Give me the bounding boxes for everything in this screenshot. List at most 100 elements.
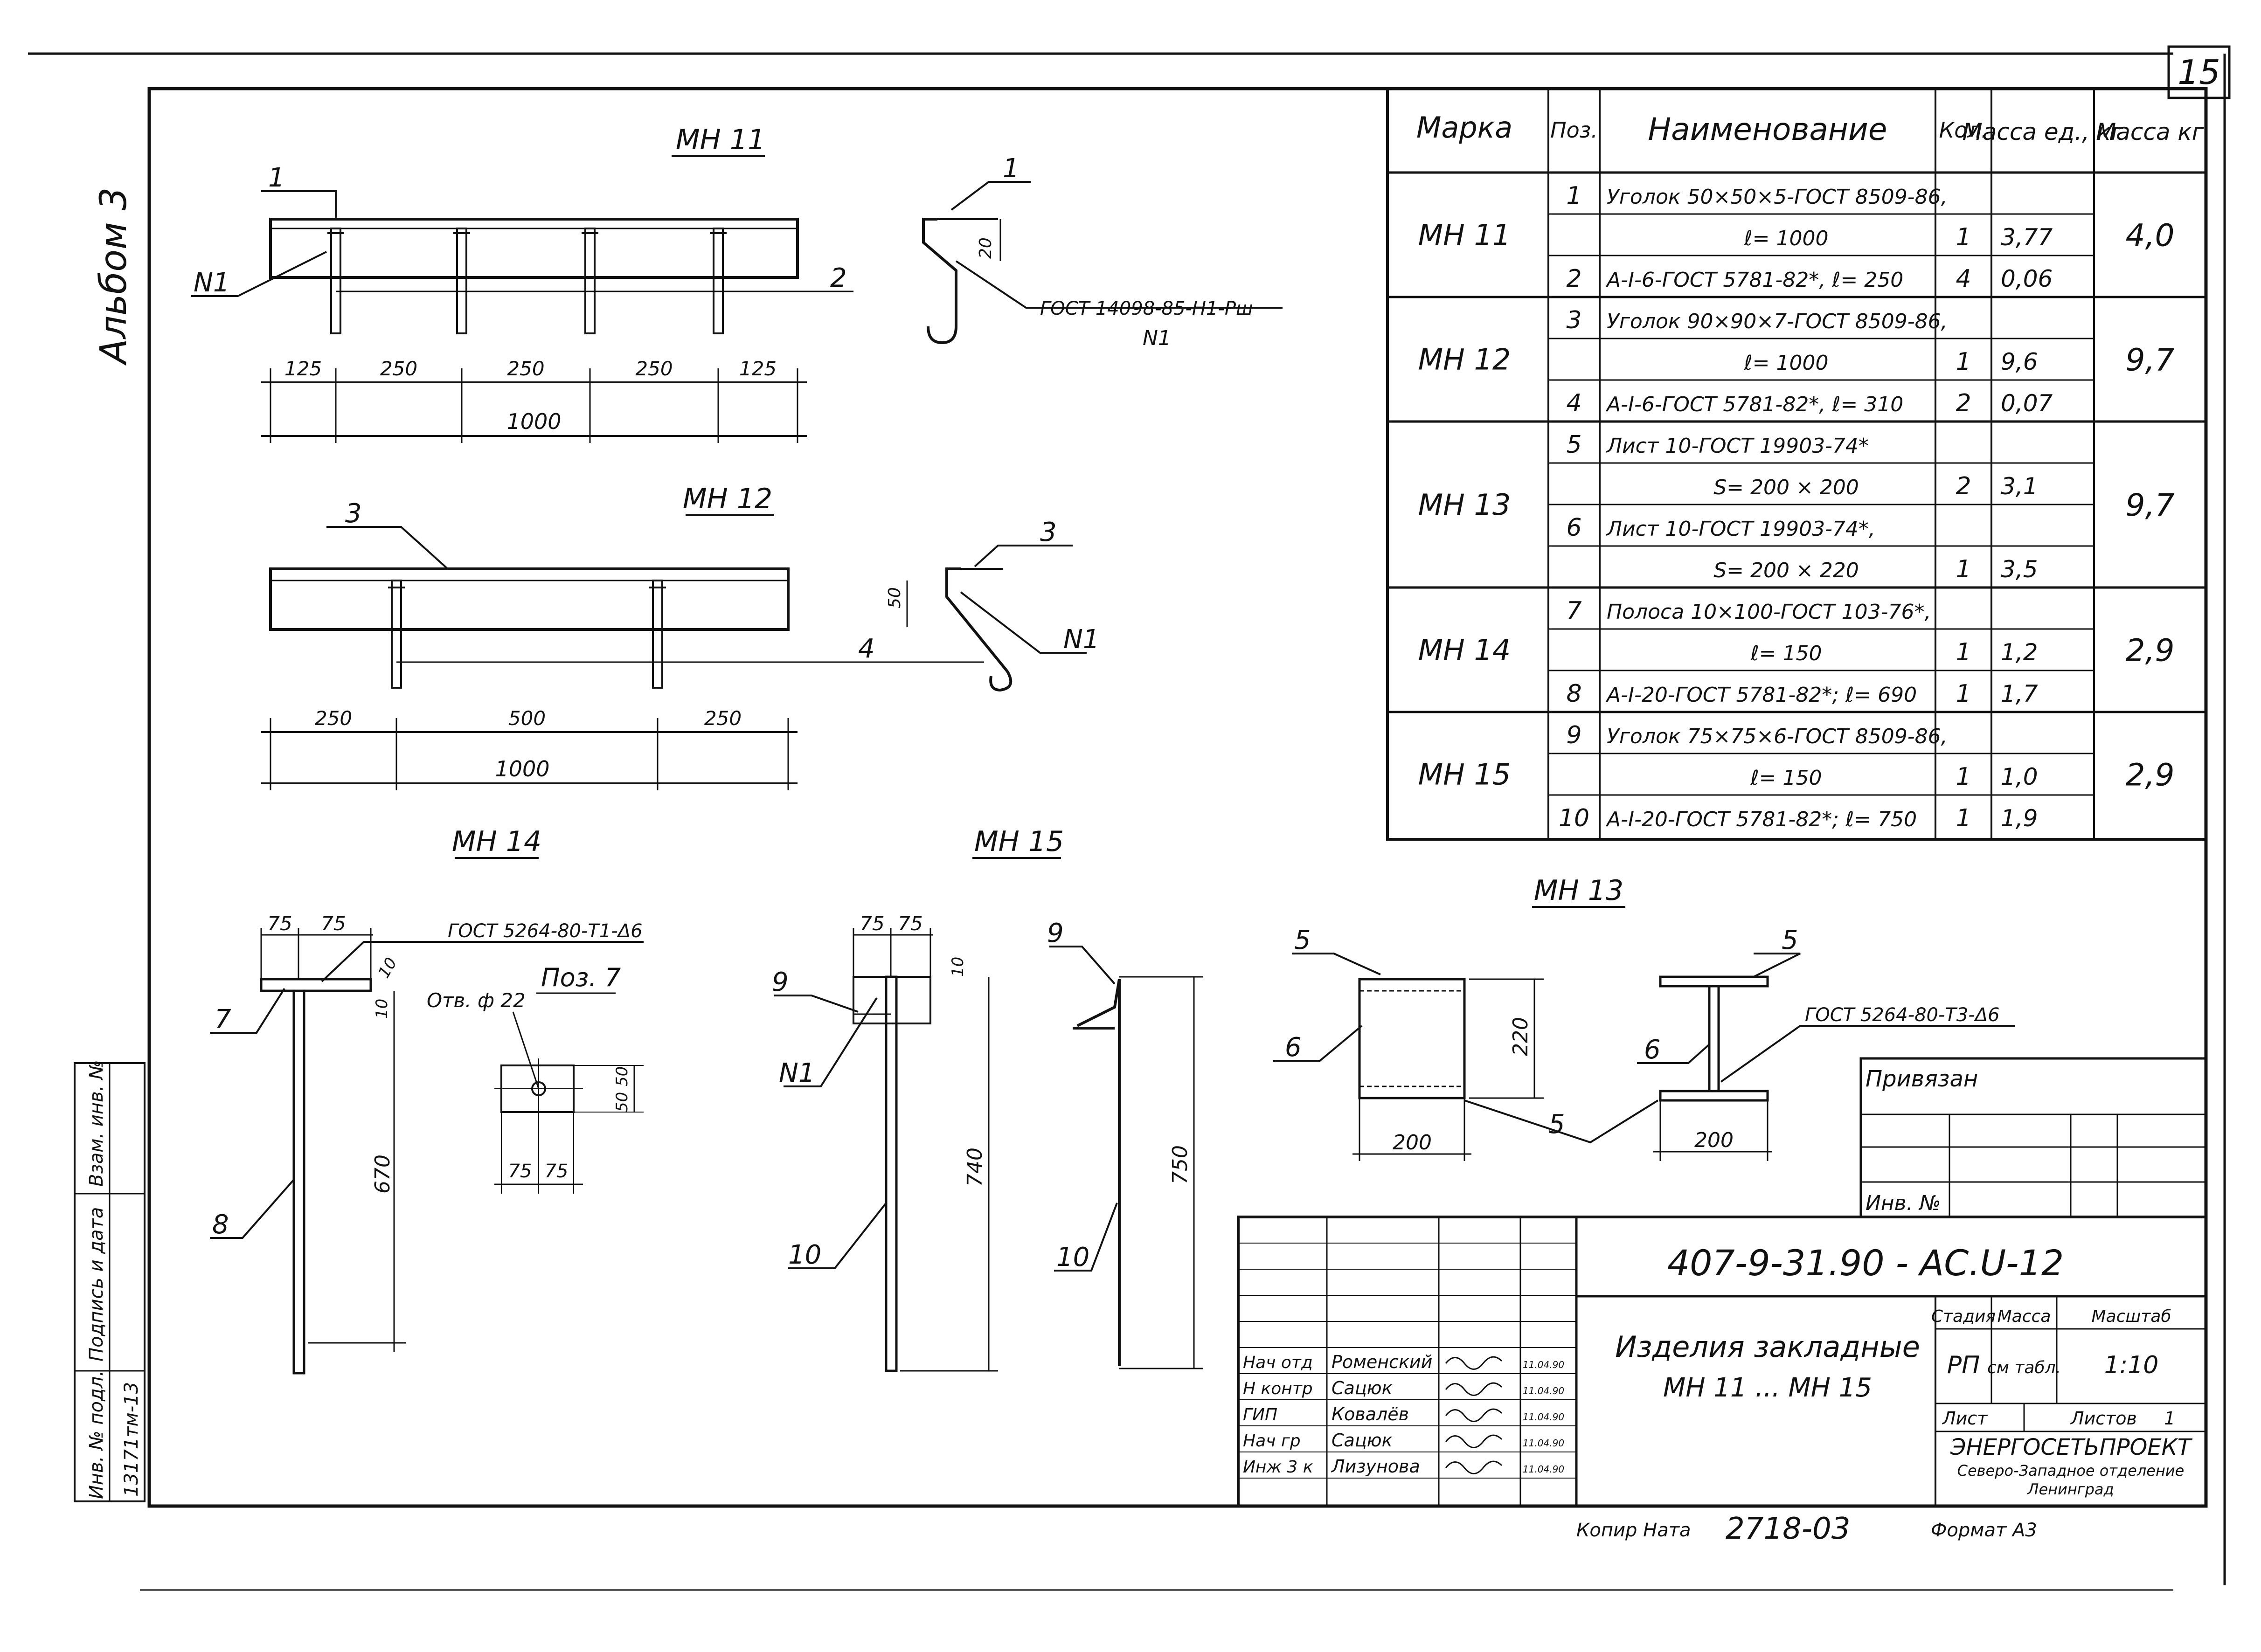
mn11-gost: ГОСТ 14098-85-Н1-Рш xyxy=(1040,298,1253,319)
row-name: А-I-20-ГОСТ 5781-82*; ℓ= 750 xyxy=(1605,808,1917,831)
header-qty: Кол. xyxy=(1939,118,1988,143)
signature-name: Сацюк xyxy=(1332,1430,1393,1451)
mn14-hole-vdim-2: 50 xyxy=(613,1092,631,1112)
mn14-gost: ГОСТ 5264-80-Т1-Δ6 xyxy=(448,920,643,942)
signature-role: ГИП xyxy=(1243,1405,1277,1424)
group-mass: 9,7 xyxy=(2126,487,2175,523)
mn13-w2: 200 xyxy=(1694,1128,1734,1152)
scale-label: Масштаб xyxy=(2091,1307,2171,1326)
signature-role: Нач гр xyxy=(1243,1431,1301,1451)
mn12-dim: 250 xyxy=(704,707,742,730)
mn13-title: МН 13 xyxy=(1534,874,1623,907)
row-unit-mass: 0,07 xyxy=(2001,390,2053,417)
row-name: Лист 10-ГОСТ 19903-74* xyxy=(1606,434,1869,458)
bound-label: Привязан xyxy=(1866,1066,1978,1092)
header-pos: Поз. xyxy=(1550,118,1598,143)
row-unit-mass: 3,77 xyxy=(2001,224,2053,251)
table-body: 1 Уголок 50×50×5-ГОСТ 8509-86, ℓ= 1000 1 3,7… xyxy=(1418,182,2175,832)
signature-date: 11.04.90 xyxy=(1523,1385,1564,1396)
drawing-mn15: МН 15 75 75 10 9 N1 740 10 750 9 10 xyxy=(772,825,1203,1372)
row-qty: 2 xyxy=(1956,389,1971,417)
sheet-label: Лист xyxy=(1942,1408,1988,1429)
header-name: Наименование xyxy=(1648,111,1887,147)
row-pos: 3 xyxy=(1566,306,1581,334)
group-mass: 9,7 xyxy=(2126,342,2175,378)
mn11-gost-n: N1 xyxy=(1143,326,1171,350)
mn11-total: 1000 xyxy=(506,409,561,434)
mn11-dim: 250 xyxy=(380,357,417,380)
row-qty: 1 xyxy=(1956,680,1971,708)
group-mass: 2,9 xyxy=(2126,633,2175,669)
signature-mark xyxy=(1445,1434,1503,1448)
row-unit-mass: 1,2 xyxy=(2001,639,2038,666)
signature-mark xyxy=(1445,1408,1503,1422)
row-name: Лист 10-ГОСТ 19903-74*, xyxy=(1606,517,1875,541)
row-unit-mass: 1,9 xyxy=(2001,805,2038,832)
group-mass: 2,9 xyxy=(2126,757,2175,793)
group-mark: МН 14 xyxy=(1418,633,1511,667)
anchor-bar xyxy=(456,228,467,334)
row-name: ℓ= 1000 xyxy=(1743,227,1828,250)
mn12-detail-pos3: 3 xyxy=(1040,517,1057,547)
mn15-dim-2: 75 xyxy=(898,912,922,935)
mn12-title: МН 12 xyxy=(683,483,772,515)
mn15-n1: N1 xyxy=(779,1058,815,1088)
sheets-count: 1 xyxy=(2164,1408,2175,1429)
scale-value: 1:10 xyxy=(2104,1351,2159,1379)
group-mass: 4,0 xyxy=(2126,218,2175,254)
mn11-anchors xyxy=(327,228,727,334)
row-name: ℓ= 150 xyxy=(1750,766,1822,790)
mn14-thick: 10 xyxy=(375,954,401,981)
mn15-thick: 10 xyxy=(949,957,967,977)
group-mark: МН 13 xyxy=(1418,488,1511,522)
header-unit-mass: Масса ед., кг xyxy=(1963,118,2124,145)
signature-mark xyxy=(1445,1460,1503,1474)
row-unit-mass: 3,5 xyxy=(2001,556,2038,583)
mn12-dim: 500 xyxy=(508,707,546,730)
row-pos: 4 xyxy=(1566,389,1581,417)
mn15-height: 740 xyxy=(963,1147,987,1187)
signature-role: Нач отд xyxy=(1243,1353,1313,1372)
row-qty: 1 xyxy=(1956,638,1971,666)
mn12-total: 1000 xyxy=(495,756,549,781)
mn14-dim-2: 75 xyxy=(321,912,346,935)
page-number-box xyxy=(2167,45,2231,99)
album-label: Альбом 3 xyxy=(93,187,135,366)
anchor-bar xyxy=(713,228,724,334)
signature-mark xyxy=(1445,1356,1503,1370)
row-unit-mass: 3,1 xyxy=(2001,473,2038,500)
side-stamp-label-2: Подпись и дата xyxy=(86,1207,107,1362)
row-name: Уголок 50×50×5-ГОСТ 8509-86, xyxy=(1607,185,1948,209)
document-code: 407-9-31.90 - АС.U-12 xyxy=(1667,1242,2064,1284)
row-pos: 2 xyxy=(1566,265,1581,293)
row-name: Уголок 90×90×7-ГОСТ 8509-86, xyxy=(1607,310,1948,333)
signature-name: Лизунова xyxy=(1331,1456,1420,1477)
side-stamp-label-3: Взам. инв. № xyxy=(86,1060,107,1187)
mn14-hole: Отв. ф 22 xyxy=(427,989,526,1012)
signature-name: Сацюк xyxy=(1332,1378,1393,1398)
row-qty: 1 xyxy=(1956,348,1971,376)
row-name: ℓ= 1000 xyxy=(1743,351,1828,375)
signature-mark xyxy=(1445,1382,1503,1396)
mn13-gost: ГОСТ 5264-80-Т3-Δ6 xyxy=(1805,1004,2000,1026)
mn14-poz7-title: Поз. 7 xyxy=(541,963,621,992)
mn11-pos1: 1 xyxy=(268,163,285,193)
row-qty: 4 xyxy=(1956,265,1971,293)
row-unit-mass: 1,7 xyxy=(2001,680,2038,707)
inv-label: Инв. № xyxy=(1866,1191,1941,1215)
signature-role: Инж 3 к xyxy=(1243,1458,1313,1477)
title-line2: МН 11 ... МН 15 xyxy=(1663,1373,1872,1403)
mass-value: см табл. xyxy=(1987,1358,2061,1377)
row-pos: 1 xyxy=(1566,182,1581,210)
header-total-mass: Масса кг xyxy=(2096,118,2204,145)
mn15-dim-1: 75 xyxy=(860,912,884,935)
mn11-pos2: 2 xyxy=(830,263,847,293)
drawing-mn14: МН 14 75 75 ГОСТ 5264-80-Т1-Δ6 10 10 670… xyxy=(210,825,644,1375)
side-stamp: Взам. инв. № Подпись и дата Инв. № подл.… xyxy=(74,1060,146,1502)
mn14-dim-1: 75 xyxy=(267,912,292,935)
mn14-hole-hdim-1: 75 xyxy=(508,1161,532,1182)
row-name: А-I-6-ГОСТ 5781-82*, ℓ= 250 xyxy=(1605,268,1903,292)
